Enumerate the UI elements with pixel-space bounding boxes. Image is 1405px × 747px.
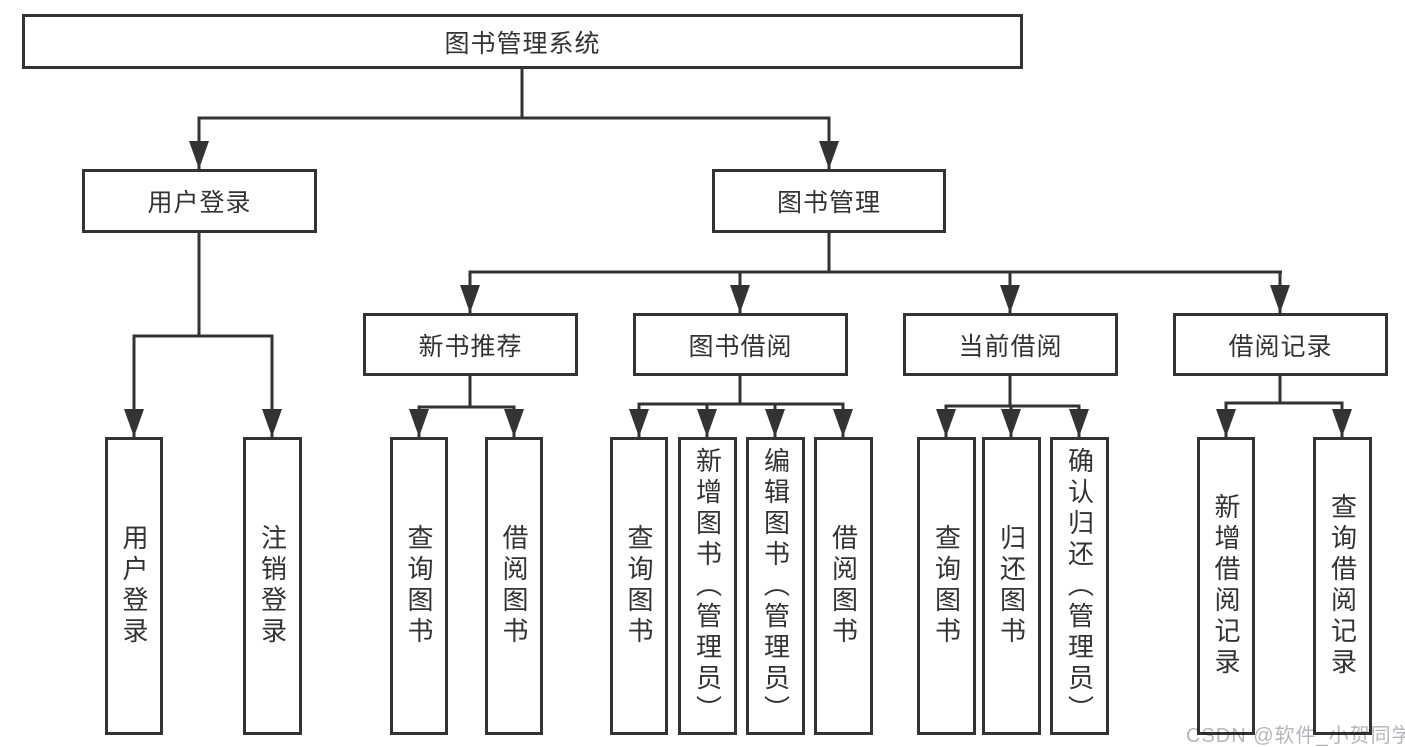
- watermark: CSDN @软件_小贺同学: [1186, 725, 1405, 747]
- node-book-borrowing: 图书借阅: [633, 313, 848, 376]
- leaf-query-books-current: 查询图书: [917, 437, 976, 735]
- leaf-label: 借阅图书: [828, 524, 859, 648]
- leaf-label: 借阅图书: [499, 524, 529, 648]
- leaf-return-books: 归还图书: [982, 437, 1041, 735]
- connector-arrows: [124, 118, 1352, 437]
- leaf-label: 确认归还（管理员）: [1064, 446, 1095, 726]
- leaf-label: 查询图书: [931, 524, 962, 648]
- leaf-add-books-admin: 新增图书（管理员）: [678, 437, 737, 735]
- leaf-add-borrow-record: 新增借阅记录: [1197, 437, 1255, 735]
- leaf-query-books-borrowing: 查询图书: [610, 437, 668, 735]
- node-borrowing-records: 借阅记录: [1173, 313, 1388, 376]
- leaf-edit-books-admin: 编辑图书（管理员）: [746, 437, 805, 735]
- leaf-label: 编辑图书（管理员）: [760, 446, 791, 726]
- node-library-system: 图书管理系统: [22, 14, 1023, 69]
- leaf-borrow-books-borrowing: 借阅图书: [814, 437, 873, 735]
- leaf-borrow-books-recommend: 借阅图书: [485, 437, 543, 735]
- leaf-logout: 注销登录: [243, 437, 302, 735]
- leaf-confirm-return-admin: 确认归还（管理员）: [1050, 437, 1109, 735]
- node-label: 用户登录: [147, 189, 252, 217]
- leaf-label: 查询借阅记录: [1327, 493, 1358, 679]
- connector-stems: [132, 69, 1344, 409]
- node-current-borrowing: 当前借阅: [903, 313, 1118, 376]
- node-label: 借阅记录: [1228, 332, 1333, 361]
- leaf-label: 新增借阅记录: [1211, 493, 1241, 679]
- node-label: 图书管理系统: [444, 29, 601, 58]
- node-label: 当前借阅: [958, 332, 1063, 361]
- node-label: 图书借阅: [688, 332, 793, 361]
- leaf-query-books-recommend: 查询图书: [390, 437, 448, 735]
- leaf-label: 查询图书: [624, 524, 654, 648]
- leaf-label: 用户登录: [119, 524, 149, 648]
- node-label: 图书管理: [776, 189, 881, 217]
- node-user-login: 用户登录: [82, 169, 317, 233]
- leaf-user-login: 用户登录: [105, 437, 163, 735]
- leaf-label: 归还图书: [996, 524, 1027, 648]
- leaf-label: 查询图书: [404, 524, 434, 648]
- leaf-label: 注销登录: [257, 524, 288, 648]
- leaf-label: 新增图书（管理员）: [692, 446, 723, 726]
- node-label: 新书推荐: [418, 332, 523, 361]
- node-book-management: 图书管理: [712, 169, 946, 233]
- leaf-query-borrow-record: 查询借阅记录: [1313, 437, 1372, 735]
- node-new-book-recommendation: 新书推荐: [363, 313, 578, 376]
